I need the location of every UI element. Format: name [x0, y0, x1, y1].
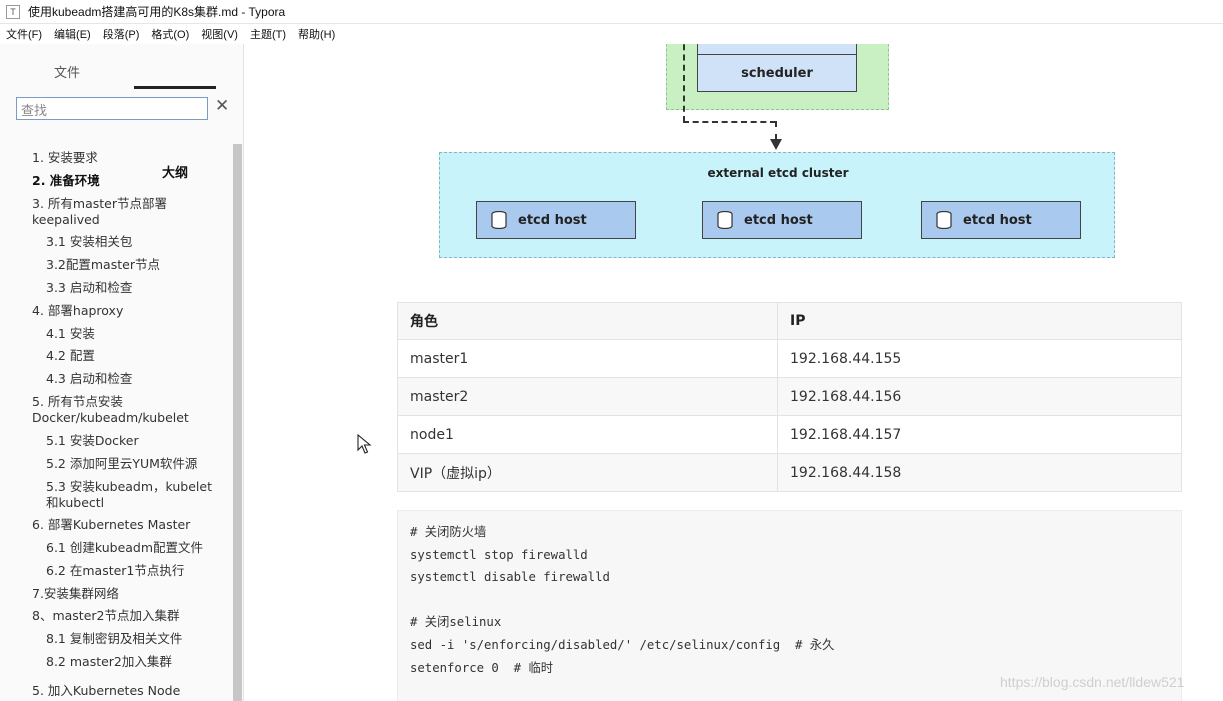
- outline-item[interactable]: 6.1 创建kubeadm配置文件: [46, 540, 204, 555]
- node-ip-table: 角色 IP master1 192.168.44.155 master2 192…: [397, 302, 1182, 492]
- etcd-host-label: etcd host: [744, 212, 813, 228]
- menu-file[interactable]: 文件(F): [6, 29, 43, 41]
- table-cell[interactable]: 192.168.44.156: [777, 377, 1182, 416]
- table-row: master2 192.168.44.156: [397, 377, 1182, 416]
- code-line: systemctl stop firewalld: [410, 547, 588, 562]
- mouse-pointer-icon: [357, 434, 372, 454]
- outline-item[interactable]: 5.3 安装kubeadm，kubelet 和kubectl: [46, 479, 212, 510]
- architecture-diagram: scheduler external etcd cluster etcd hos…: [245, 44, 1223, 274]
- database-icon: [717, 211, 733, 229]
- outline-item[interactable]: 4.2 配置: [46, 348, 95, 363]
- table-cell[interactable]: 192.168.44.158: [777, 453, 1182, 492]
- active-tab-indicator: [134, 86, 216, 89]
- outline-item[interactable]: 3. 所有master节点部署 keepalived: [32, 196, 167, 227]
- etcd-host-box: etcd host: [702, 201, 862, 239]
- table-cell[interactable]: 192.168.44.157: [777, 415, 1182, 454]
- table-header-row: 角色 IP: [397, 302, 1182, 340]
- menu-edit[interactable]: 编辑(E): [54, 29, 91, 41]
- etcd-host-label: etcd host: [963, 212, 1032, 228]
- code-line: setenforce 0 # 临时: [410, 660, 554, 675]
- connector-line: [775, 121, 777, 140]
- outline-item[interactable]: 4.1 安装: [46, 326, 95, 341]
- code-line: # 关闭防火墙: [410, 525, 487, 539]
- etcd-host-box: etcd host: [476, 201, 636, 239]
- outline-item[interactable]: 4.3 启动和检查: [46, 371, 133, 386]
- connector-line: [683, 121, 776, 123]
- table-cell[interactable]: master2: [397, 377, 778, 416]
- table-header-cell[interactable]: 角色: [397, 302, 778, 340]
- etcd-cluster-box: external etcd cluster etcd host etcd hos…: [439, 152, 1115, 258]
- outline-item[interactable]: 4. 部署haproxy: [32, 303, 124, 318]
- table-cell[interactable]: node1: [397, 415, 778, 454]
- table-row: VIP（虚拟ip） 192.168.44.158: [397, 453, 1182, 492]
- code-line: sed -i 's/enforcing/disabled/' /etc/seli…: [410, 637, 835, 652]
- outline-item[interactable]: 8.2 master2加入集群: [46, 654, 172, 669]
- editor-area: scheduler external etcd cluster etcd hos…: [245, 44, 1223, 701]
- menu-theme[interactable]: 主题(T): [249, 29, 286, 41]
- sidebar-scrollbar[interactable]: [233, 144, 242, 701]
- scheduler-box: scheduler: [697, 54, 857, 92]
- table-cell[interactable]: VIP（虚拟ip）: [397, 453, 778, 492]
- outline-item[interactable]: 5. 加入Kubernetes Node: [32, 683, 181, 698]
- outline-item[interactable]: 3.2配置master节点: [46, 257, 160, 272]
- watermark-text: https://blog.csdn.net/lldew521: [1000, 674, 1185, 690]
- outline-item[interactable]: 5.2 添加阿里云YUM软件源: [46, 456, 198, 471]
- outline-item[interactable]: 7.安装集群网络: [32, 586, 119, 601]
- close-icon[interactable]: ✕: [215, 96, 230, 116]
- menu-bar: 文件(F) 编辑(E) 段落(P) 格式(O) 视图(V) 主题(T) 帮助(H…: [0, 24, 1223, 44]
- code-block[interactable]: # 关闭防火墙 systemctl stop firewalld systemc…: [397, 510, 1182, 701]
- table-header-cell[interactable]: IP: [777, 302, 1182, 340]
- arrow-down-icon: [770, 139, 782, 150]
- table-cell[interactable]: 192.168.44.155: [777, 339, 1182, 378]
- etcd-host-label: etcd host: [518, 212, 587, 228]
- database-icon: [936, 211, 952, 229]
- table-row: node1 192.168.44.157: [397, 415, 1182, 454]
- menu-paragraph[interactable]: 段落(P): [102, 29, 140, 41]
- outline-item[interactable]: 6. 部署Kubernetes Master: [32, 517, 191, 532]
- code-line: # 关闭selinux: [410, 615, 502, 630]
- tab-outline[interactable]: 大纲: [162, 166, 189, 181]
- component-box: [697, 44, 857, 54]
- database-icon: [491, 211, 507, 229]
- typora-app-icon: T: [6, 4, 20, 19]
- outline-item[interactable]: 5. 所有节点安装 Docker/kubeadm/kubelet: [32, 394, 189, 425]
- outline-item[interactable]: 3.3 启动和检查: [46, 280, 133, 295]
- window-title: 使用kubeadm搭建高可用的K8s集群.md - Typora: [28, 5, 286, 19]
- table-cell[interactable]: master1: [397, 339, 778, 378]
- menu-help[interactable]: 帮助(H): [298, 29, 336, 41]
- menu-view[interactable]: 视图(V): [201, 29, 238, 41]
- outline-item[interactable]: 6.2 在master1节点执行: [46, 563, 185, 578]
- tab-files[interactable]: 文件: [54, 66, 81, 81]
- title-bar: T 使用kubeadm搭建高可用的K8s集群.md - Typora: [0, 0, 1223, 24]
- etcd-cluster-label: external etcd cluster: [707, 166, 849, 180]
- sidebar: 文件 大纲 查找 ✕ 1. 安装要求 2. 准备环境 3. 所有master节点…: [0, 44, 244, 701]
- sidebar-tabs: 文件 大纲: [0, 56, 244, 181]
- outline-item[interactable]: 8.1 复制密钥及相关文件: [46, 631, 183, 646]
- table-row: master1 192.168.44.155: [397, 339, 1182, 378]
- outline-item[interactable]: 8、master2节点加入集群: [32, 608, 180, 623]
- outline-item[interactable]: 5.1 安装Docker: [46, 433, 139, 448]
- outline-item[interactable]: 2. 准备环境: [32, 173, 100, 188]
- code-line: systemctl disable firewalld: [410, 570, 610, 585]
- code-line: [410, 589, 1169, 612]
- menu-format[interactable]: 格式(O): [151, 29, 190, 41]
- connector-line: [683, 44, 685, 122]
- etcd-host-box: etcd host: [921, 201, 1081, 239]
- outline-search-input[interactable]: 查找: [16, 97, 208, 120]
- outline-item[interactable]: 1. 安装要求: [32, 150, 98, 165]
- outline-item[interactable]: 3.1 安装相关包: [46, 234, 133, 249]
